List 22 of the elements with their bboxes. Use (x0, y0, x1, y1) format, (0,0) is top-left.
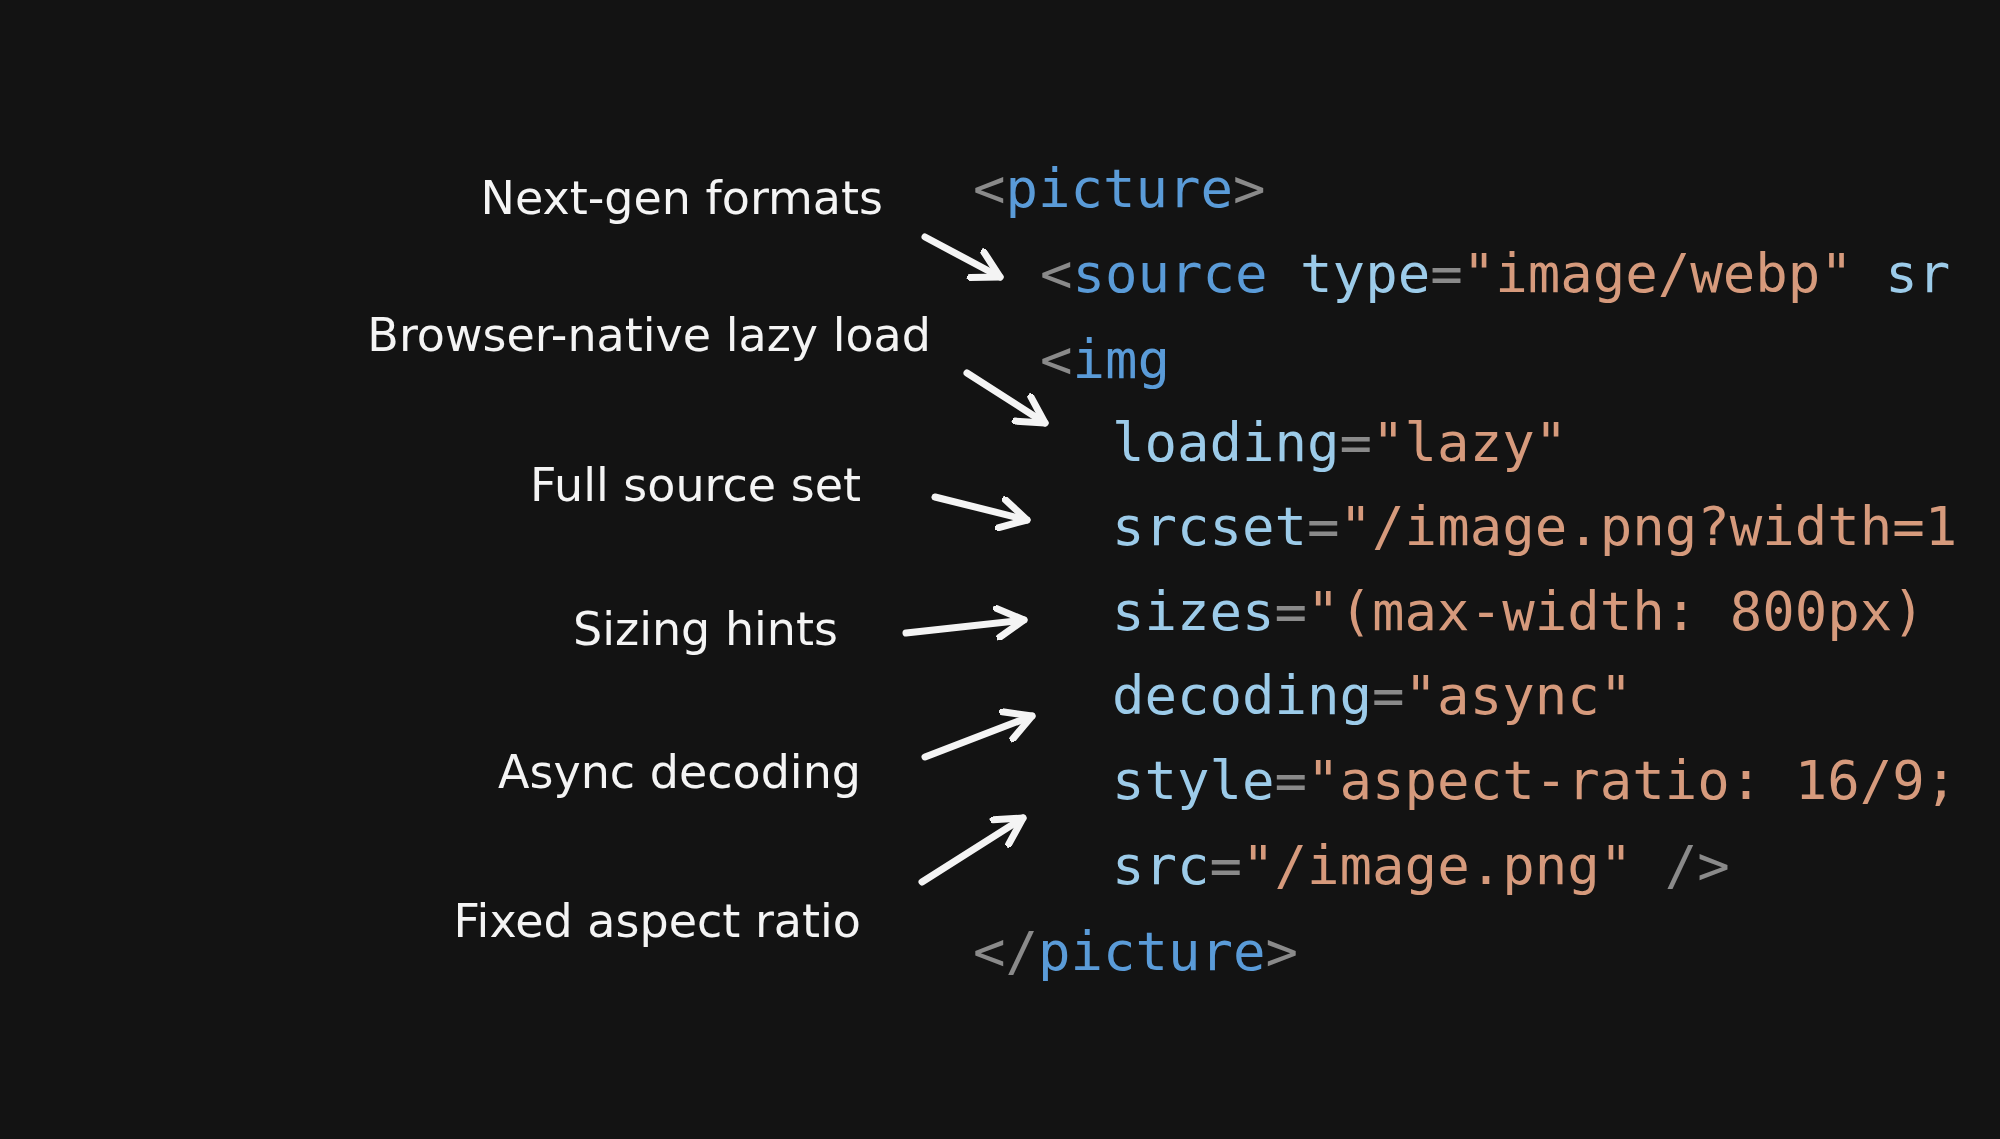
annotation-text: Next-gen formats (480, 156, 925, 240)
code-line: src="/image.png" /> (1112, 824, 1730, 908)
annotation-text: Async decoding (498, 730, 925, 814)
code-line: srcset="/image.png?width=1 (1027, 485, 1958, 569)
code-line: style="aspect-ratio: 16/9; (1023, 739, 1958, 823)
annotation-text: Browser-native lazy load (367, 293, 967, 377)
arrow (902, 604, 1028, 641)
annotation-text: Sizing hints (573, 587, 906, 671)
code-line: loading="lazy" (1045, 401, 1568, 485)
arrow (963, 369, 1049, 427)
arrow (931, 493, 1031, 532)
code-line: <img (1040, 318, 1171, 402)
code-line: <source type="image/webp" sr (1000, 232, 1951, 316)
code-line: sizes="(max-width: 800px) (1024, 570, 1925, 654)
code-line: </picture> (973, 910, 1299, 994)
annotation-text: Full source set (530, 443, 935, 527)
arrow (918, 814, 1027, 886)
code-line: decoding="async" (1032, 654, 1633, 738)
arrow (921, 233, 1004, 281)
annotation-text: Fixed aspect ratio (453, 879, 922, 963)
arrow (921, 708, 1036, 761)
code-line: <picture> (973, 147, 1266, 231)
